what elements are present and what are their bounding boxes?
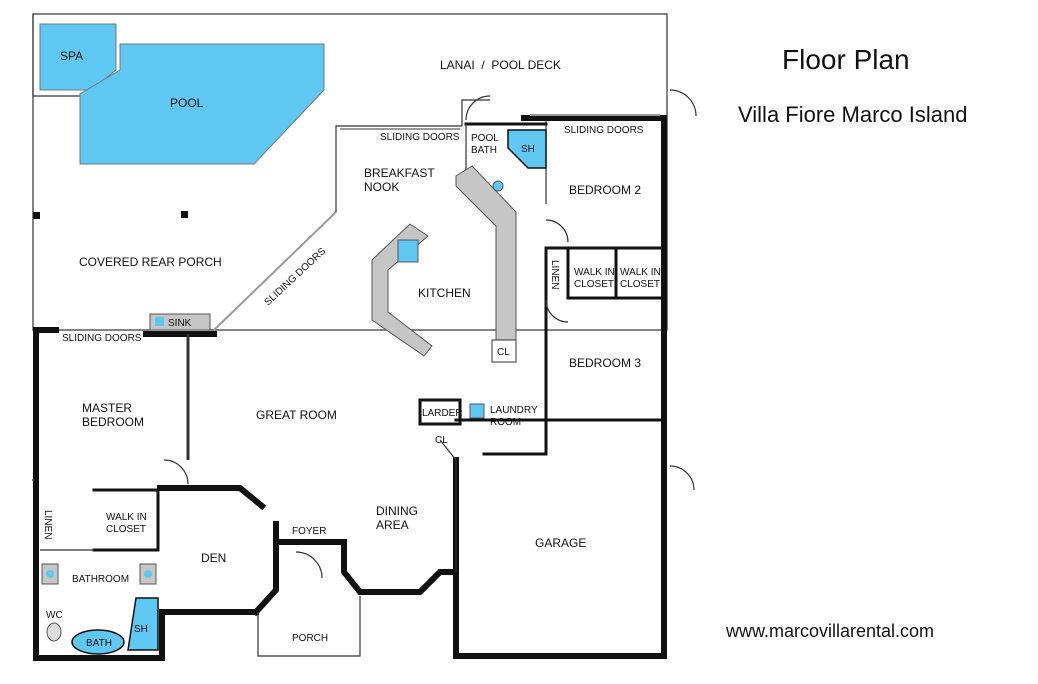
laundry-sink-icon bbox=[469, 403, 485, 419]
label-walk-in-a-2: CLOSET bbox=[574, 279, 614, 290]
label-breakfast-2: NOOK bbox=[364, 180, 399, 194]
pillar bbox=[181, 211, 188, 218]
label-lanai: LANAI / POOL DECK bbox=[440, 58, 561, 72]
sink-icon bbox=[46, 570, 54, 578]
dining-bay-wall bbox=[277, 539, 459, 595]
label-porch: PORCH bbox=[292, 633, 328, 644]
label-den: DEN bbox=[201, 551, 226, 565]
label-walk-in-a-1: WALK IN bbox=[574, 267, 615, 278]
label-pool-bath-2: BATH bbox=[471, 145, 497, 156]
label-linen-hall: LINEN bbox=[549, 260, 560, 289]
label-walk-in-master-1: WALK IN bbox=[106, 512, 147, 523]
den-wall bbox=[251, 521, 279, 617]
label-closet-kitchen: CL bbox=[497, 347, 510, 358]
kitchen-sink-icon bbox=[397, 239, 419, 263]
label-sliding-doors-top: SLIDING DOORS bbox=[380, 132, 460, 143]
label-bathroom: BATHROOM bbox=[72, 574, 129, 585]
master-shower bbox=[127, 597, 159, 651]
outdoor-sink-counter bbox=[149, 313, 211, 331]
label-master-1: MASTER bbox=[82, 401, 132, 415]
label-bedroom2: BEDROOM 2 bbox=[569, 183, 641, 197]
pool-shower bbox=[507, 129, 547, 169]
label-bath: BATH bbox=[86, 638, 112, 649]
exterior-wall-west bbox=[33, 327, 259, 661]
page-title: Floor Plan bbox=[782, 44, 910, 75]
label-bedroom3: BEDROOM 3 bbox=[569, 356, 641, 370]
label-sink: SINK bbox=[168, 318, 192, 329]
larder-wall bbox=[418, 398, 462, 426]
door-swing bbox=[545, 219, 569, 243]
label-foyer: FOYER bbox=[292, 526, 326, 537]
label-pool-shower: SH bbox=[521, 144, 535, 155]
den-top-wall bbox=[157, 485, 267, 511]
label-linen-master: LINEN bbox=[42, 510, 53, 539]
label-sliding-doors-bedroom2: SLIDING DOORS bbox=[564, 125, 644, 136]
outdoor-sink-icon bbox=[155, 317, 164, 326]
toilet-icon bbox=[46, 622, 62, 642]
label-walk-in-master-2: CLOSET bbox=[106, 524, 146, 535]
label-dining-1: DINING bbox=[376, 504, 418, 518]
label-sliding-doors-master: SLIDING DOORS bbox=[62, 333, 142, 344]
label-closet-hall: CL bbox=[435, 435, 448, 446]
pool-water bbox=[79, 43, 325, 165]
pool-bath-sink-icon bbox=[492, 180, 504, 192]
label-covered-rear-porch: COVERED REAR PORCH bbox=[79, 255, 222, 269]
label-great-room: GREAT ROOM bbox=[256, 408, 337, 422]
door-swing bbox=[163, 459, 189, 485]
pillar bbox=[33, 212, 40, 219]
master-closet bbox=[92, 488, 160, 552]
label-kitchen: KITCHEN bbox=[418, 286, 471, 300]
walk-in-closet-a bbox=[566, 246, 618, 300]
door-swing bbox=[669, 89, 697, 117]
hall-wall bbox=[439, 439, 457, 572]
kitchen-counter-east bbox=[455, 165, 517, 341]
website-url: www.marcovillarental.com bbox=[726, 621, 935, 641]
porch-outline bbox=[257, 596, 361, 657]
label-pool-bath-1: POOL bbox=[471, 133, 499, 144]
label-garage: GARAGE bbox=[535, 536, 586, 550]
label-master-shower: SH bbox=[134, 624, 148, 635]
label-walk-in-b-2: CLOSET bbox=[620, 279, 660, 290]
label-walk-in-b-1: WALK IN bbox=[620, 267, 661, 278]
label-breakfast-1: BREAKFAST bbox=[364, 166, 435, 180]
door-swing bbox=[295, 551, 323, 579]
label-pool: POOL bbox=[170, 96, 204, 110]
pool-bath-wall bbox=[461, 99, 490, 126]
label-laundry-2: ROOM bbox=[490, 417, 521, 428]
spa-deck-edge bbox=[32, 14, 80, 97]
label-wc: WC bbox=[46, 610, 63, 621]
laundry-wall bbox=[454, 418, 548, 456]
exterior-wall-east bbox=[453, 115, 667, 659]
page-subtitle: Villa Fiore Marco Island bbox=[738, 102, 968, 127]
master-bathtub bbox=[71, 629, 125, 655]
label-larder: LARDER bbox=[422, 408, 463, 419]
sliding-doors-diagonal bbox=[213, 211, 337, 331]
label-master-2: BEDROOM bbox=[82, 415, 144, 429]
label-laundry-1: LAUNDRY bbox=[490, 405, 538, 416]
nook-wall bbox=[335, 125, 462, 212]
sink-icon bbox=[144, 570, 152, 578]
kitchen-closet bbox=[491, 339, 517, 363]
label-sliding-doors-diagonal: SLIDING DOORS bbox=[263, 246, 329, 308]
door-swing bbox=[465, 95, 491, 121]
label-spa: SPA bbox=[60, 49, 83, 63]
door-swing bbox=[545, 299, 569, 323]
label-dining-2: AREA bbox=[376, 518, 409, 532]
door-swing bbox=[669, 465, 695, 491]
